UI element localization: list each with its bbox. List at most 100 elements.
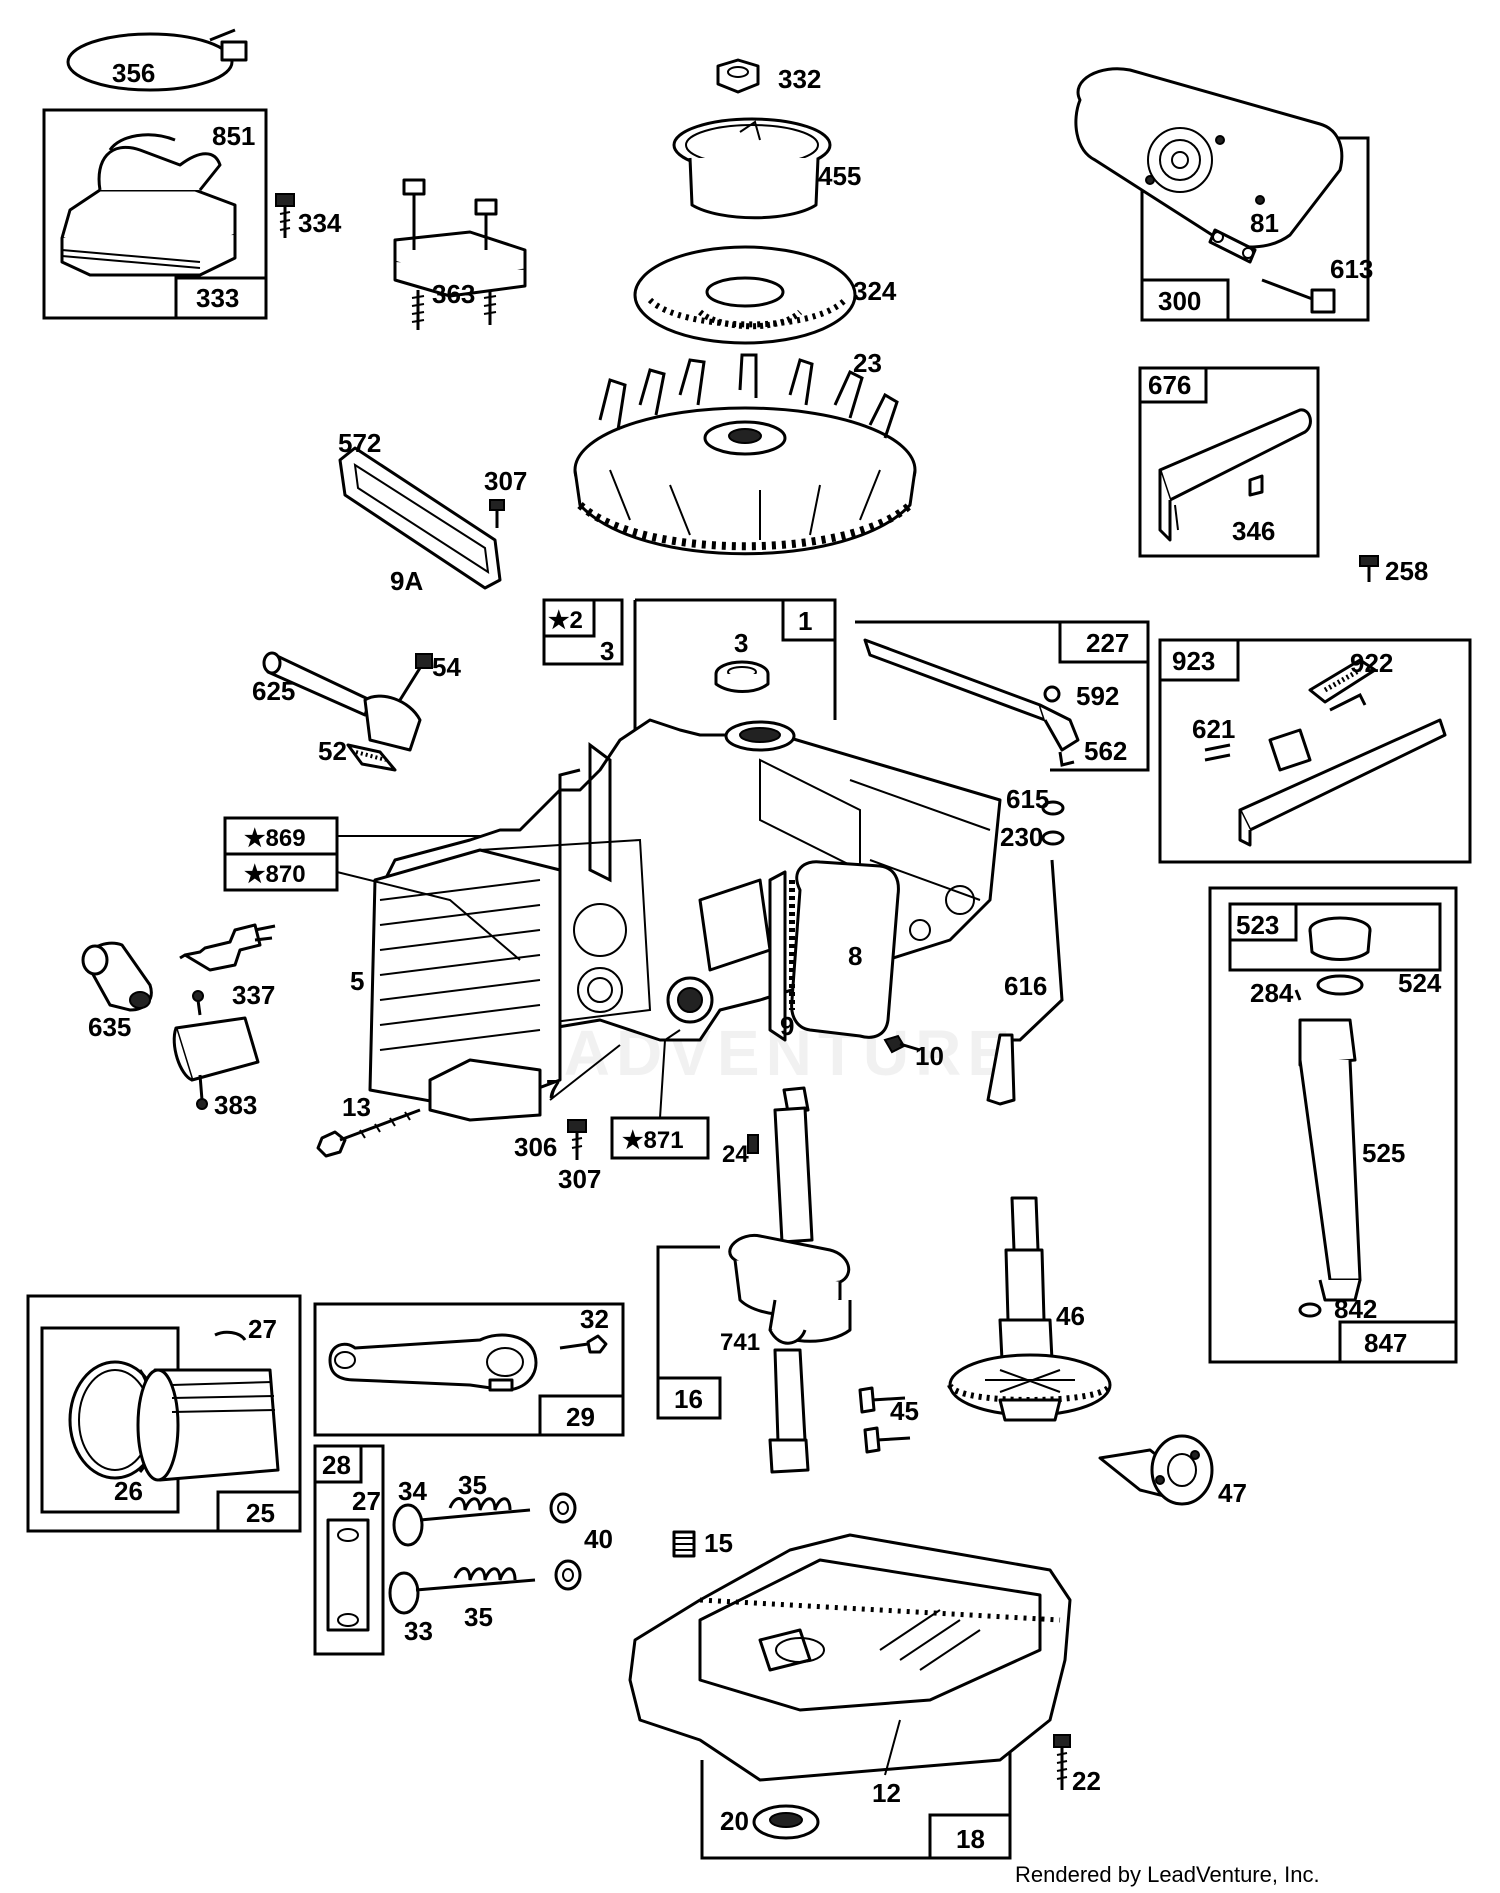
oil-tube-616 xyxy=(986,859,1064,1106)
gasket-572 xyxy=(338,446,502,590)
spark-plug-wire-356 xyxy=(66,28,248,92)
label-46: 46 xyxy=(1056,1301,1085,1331)
governor-47 xyxy=(1098,1434,1214,1506)
label-524: 524 xyxy=(1398,968,1442,998)
screw-307-upper xyxy=(489,499,505,528)
label-332: 332 xyxy=(778,64,821,94)
screws-45 xyxy=(858,1386,911,1454)
seal-230 xyxy=(1041,830,1065,846)
breather-tube-625 xyxy=(262,651,422,752)
screw-258 xyxy=(1359,555,1379,582)
label-227: 227 xyxy=(1086,628,1129,658)
label-12: 12 xyxy=(872,1778,901,1808)
plug-15 xyxy=(672,1530,696,1558)
gasket-81 xyxy=(1208,228,1257,264)
bolt-613 xyxy=(1261,278,1336,314)
nut-332 xyxy=(716,58,760,94)
label-284: 284 xyxy=(1250,978,1294,1008)
label-47: 47 xyxy=(1218,1478,1247,1508)
label-923: 923 xyxy=(1172,646,1215,676)
label-635: 635 xyxy=(88,1012,131,1042)
label-230: 230 xyxy=(1000,822,1043,852)
label-40: 40 xyxy=(584,1524,613,1554)
label-847: 847 xyxy=(1364,1328,1407,1358)
screw-54 xyxy=(398,653,433,701)
label-9A: 9A xyxy=(390,566,423,596)
label-625: 625 xyxy=(252,676,295,706)
screw-334 xyxy=(275,193,295,238)
label-33: 33 xyxy=(404,1616,433,1646)
label-333: 333 xyxy=(196,283,239,313)
key-24 xyxy=(747,1134,759,1154)
label-871: ★871 xyxy=(622,1127,684,1154)
label-922: 922 xyxy=(1350,648,1393,678)
gasket-tag-871 xyxy=(610,1029,710,1160)
screw-307-lower xyxy=(567,1119,587,1160)
label-621: 621 xyxy=(1192,714,1235,744)
gasket-52 xyxy=(346,743,397,772)
label-45: 45 xyxy=(890,1396,919,1426)
label-592: 592 xyxy=(1076,681,1119,711)
label-870: ★870 xyxy=(244,861,306,888)
label-28: 28 xyxy=(322,1450,351,1480)
label-258: 258 xyxy=(1385,556,1428,586)
valves-and-springs xyxy=(388,1492,582,1615)
label-23: 23 xyxy=(853,348,882,378)
label-307-upper: 307 xyxy=(484,466,527,496)
label-18: 18 xyxy=(956,1824,985,1854)
label-9: 9 xyxy=(780,1011,794,1041)
crankshaft-741 xyxy=(728,1086,852,1474)
screw-32 xyxy=(559,1334,608,1354)
label-35-lower: 35 xyxy=(464,1602,493,1632)
crankshaft-box xyxy=(656,1245,722,1420)
label-523: 523 xyxy=(1236,910,1279,940)
screw-22 xyxy=(1053,1734,1071,1790)
label-337: 337 xyxy=(232,980,275,1010)
piston-assembly-box xyxy=(26,1294,302,1533)
cylinder-assembly-frames xyxy=(542,598,837,740)
label-3-right: 3 xyxy=(734,628,748,658)
label-29: 29 xyxy=(566,1402,595,1432)
governor-linkage-box xyxy=(1158,638,1472,864)
label-27-piston: 27 xyxy=(248,1314,277,1344)
label-16: 16 xyxy=(674,1384,703,1414)
label-52: 52 xyxy=(318,736,347,766)
sump-box xyxy=(700,1740,1012,1860)
spark-tester-383 xyxy=(172,990,260,1110)
governor-lever-box xyxy=(855,620,1150,772)
label-81: 81 xyxy=(1250,208,1279,238)
label-615: 615 xyxy=(1006,784,1049,814)
label-27-pin: 27 xyxy=(352,1486,381,1516)
label-525: 525 xyxy=(1362,1138,1405,1168)
label-334: 334 xyxy=(298,208,342,238)
label-3-left: 3 xyxy=(600,636,614,666)
spark-plug-boot-635 xyxy=(81,941,153,1012)
label-869: ★869 xyxy=(244,825,306,852)
spark-plug-337 xyxy=(179,923,276,972)
label-383: 383 xyxy=(214,1090,257,1120)
label-741: 741 xyxy=(720,1329,760,1356)
camshaft-46 xyxy=(947,1196,1113,1422)
label-22: 22 xyxy=(1072,1766,1101,1796)
label-572: 572 xyxy=(338,428,381,458)
retainer-615 xyxy=(1041,800,1065,816)
cylinder-head-5 xyxy=(368,848,562,1122)
label-1: 1 xyxy=(798,606,812,636)
label-7: 7 xyxy=(546,1074,560,1104)
stud-bracket-363 xyxy=(393,178,527,330)
connecting-rod-box xyxy=(313,1302,625,1437)
rotating-screen-324 xyxy=(633,245,857,345)
wrist-pin-box xyxy=(313,1444,385,1656)
label-24: 24 xyxy=(722,1141,749,1168)
label-25: 25 xyxy=(246,1498,275,1528)
seal-3 xyxy=(714,660,770,693)
seal-20 xyxy=(752,1804,820,1840)
label-2: ★2 xyxy=(548,607,583,634)
label-613: 613 xyxy=(1330,254,1373,284)
piston-27 xyxy=(136,1330,280,1482)
label-54: 54 xyxy=(432,652,461,682)
label-346: 346 xyxy=(1232,516,1275,546)
label-15: 15 xyxy=(704,1528,733,1558)
gasket-set-tags xyxy=(223,816,521,961)
